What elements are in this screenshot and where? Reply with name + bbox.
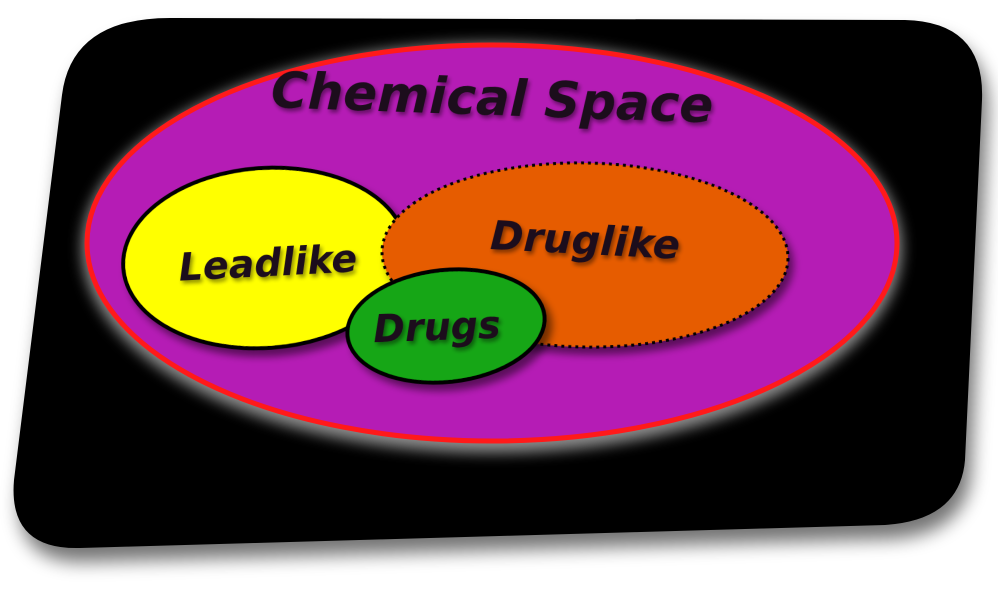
leadlike-label: Leadlike bbox=[178, 236, 359, 289]
druglike-label: Druglike bbox=[489, 213, 681, 269]
drugs-label: Drugs bbox=[373, 303, 502, 351]
drugs-ellipse bbox=[345, 267, 547, 385]
